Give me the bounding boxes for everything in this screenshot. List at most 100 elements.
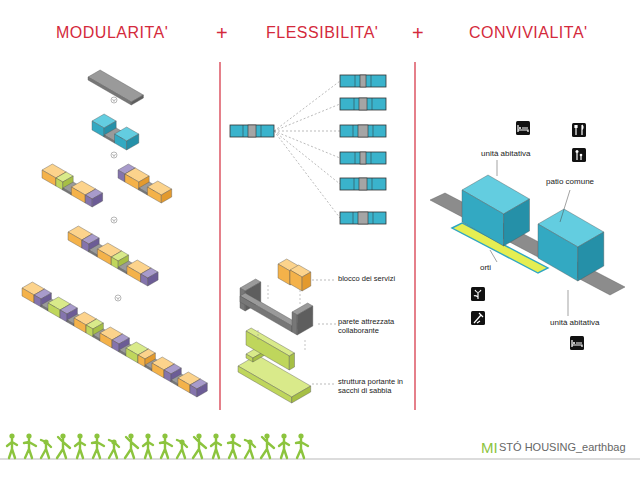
plan-wall [373,212,374,224]
module-block [63,188,72,195]
option-leader [274,131,340,158]
dwelling-unit [504,199,530,246]
service-wall [297,306,313,335]
module-block [41,305,48,311]
plan-core [359,98,367,110]
dwelling-unit [462,190,504,246]
explode-guide [305,340,306,352]
equipped-wall [246,331,289,370]
plan-wall [355,75,356,87]
sandbag-structure [292,386,311,403]
plan-core [360,152,366,164]
module-block [89,250,98,257]
module-block [190,385,197,397]
silhouette [245,440,255,458]
service-block [302,272,311,291]
icon-food [572,123,586,137]
module-block [48,303,60,318]
part-label: patio comune [546,177,594,186]
silhouette [160,439,172,458]
part-label: parete attrezzata collaborante [338,318,410,335]
module-block [141,274,148,286]
silhouette [228,439,240,458]
module-block [119,350,126,356]
plan-wall [355,152,356,164]
leader-line [497,160,498,176]
service-wall [292,312,297,335]
step-arrow [113,154,116,157]
plan-wall [354,178,355,190]
option-leader [274,81,340,131]
icon-bed [572,340,582,347]
step-arrow [113,219,116,222]
step-arrow [111,97,117,103]
module-block [148,272,158,286]
silhouette [7,439,17,458]
module-block [93,335,100,341]
icon-people [580,154,583,157]
slab [88,77,131,105]
icon-people [577,153,581,160]
module-block [178,378,190,393]
plan-core [248,125,256,137]
module-block [118,170,125,182]
service-wall [240,293,297,326]
dwelling-unit [578,232,604,281]
leader-line [560,190,570,222]
module-block [118,267,127,274]
step-arrow [111,152,117,158]
module-block [112,340,119,352]
plan-unit [340,75,386,87]
silhouette [125,437,138,458]
icon-food [575,125,583,135]
leader-line [312,384,336,385]
plan-wall [353,125,354,137]
module-block [161,189,171,203]
plan-wall [373,125,374,137]
dwelling-unit [538,224,578,281]
plan-wall [243,125,244,137]
plan-core [360,75,366,87]
plan-unit [340,152,386,164]
silhouette [92,439,104,458]
plan-wall [354,98,355,110]
silhouette [211,439,221,458]
plan-wall [372,178,373,190]
module-block [82,240,89,252]
module-block [125,174,139,190]
icon-people [576,150,579,153]
plan-core [358,125,368,137]
step-arrow [111,217,117,223]
equipped-wall [289,353,294,370]
icon-tool [474,313,483,323]
silhouette [261,437,274,458]
plan-unit [340,178,386,190]
silhouette [296,439,308,458]
service-block [290,270,302,291]
footer-brand: STÓ HOUSING_earthbag [499,441,626,454]
option-leader [274,131,340,184]
module-block [171,380,178,386]
part-label: unità abitativa [550,318,599,327]
module-block [139,188,148,195]
slab [131,95,143,105]
leader-line [490,250,497,262]
module-block [104,135,114,143]
silhouette [143,439,153,458]
sandbag-structure [238,366,292,403]
module-block [60,310,67,322]
part-label: orti [480,263,491,272]
footer-rule [0,459,640,460]
silhouette [75,439,85,458]
icon-bed [518,125,528,132]
silhouette [193,437,206,458]
leader-line [312,280,336,281]
plan-wall [371,75,372,87]
module-block [97,249,111,265]
module-block [71,187,85,203]
module-block [92,121,104,137]
option-leader [274,131,340,132]
leader-line [318,324,336,325]
module-block [67,320,74,326]
